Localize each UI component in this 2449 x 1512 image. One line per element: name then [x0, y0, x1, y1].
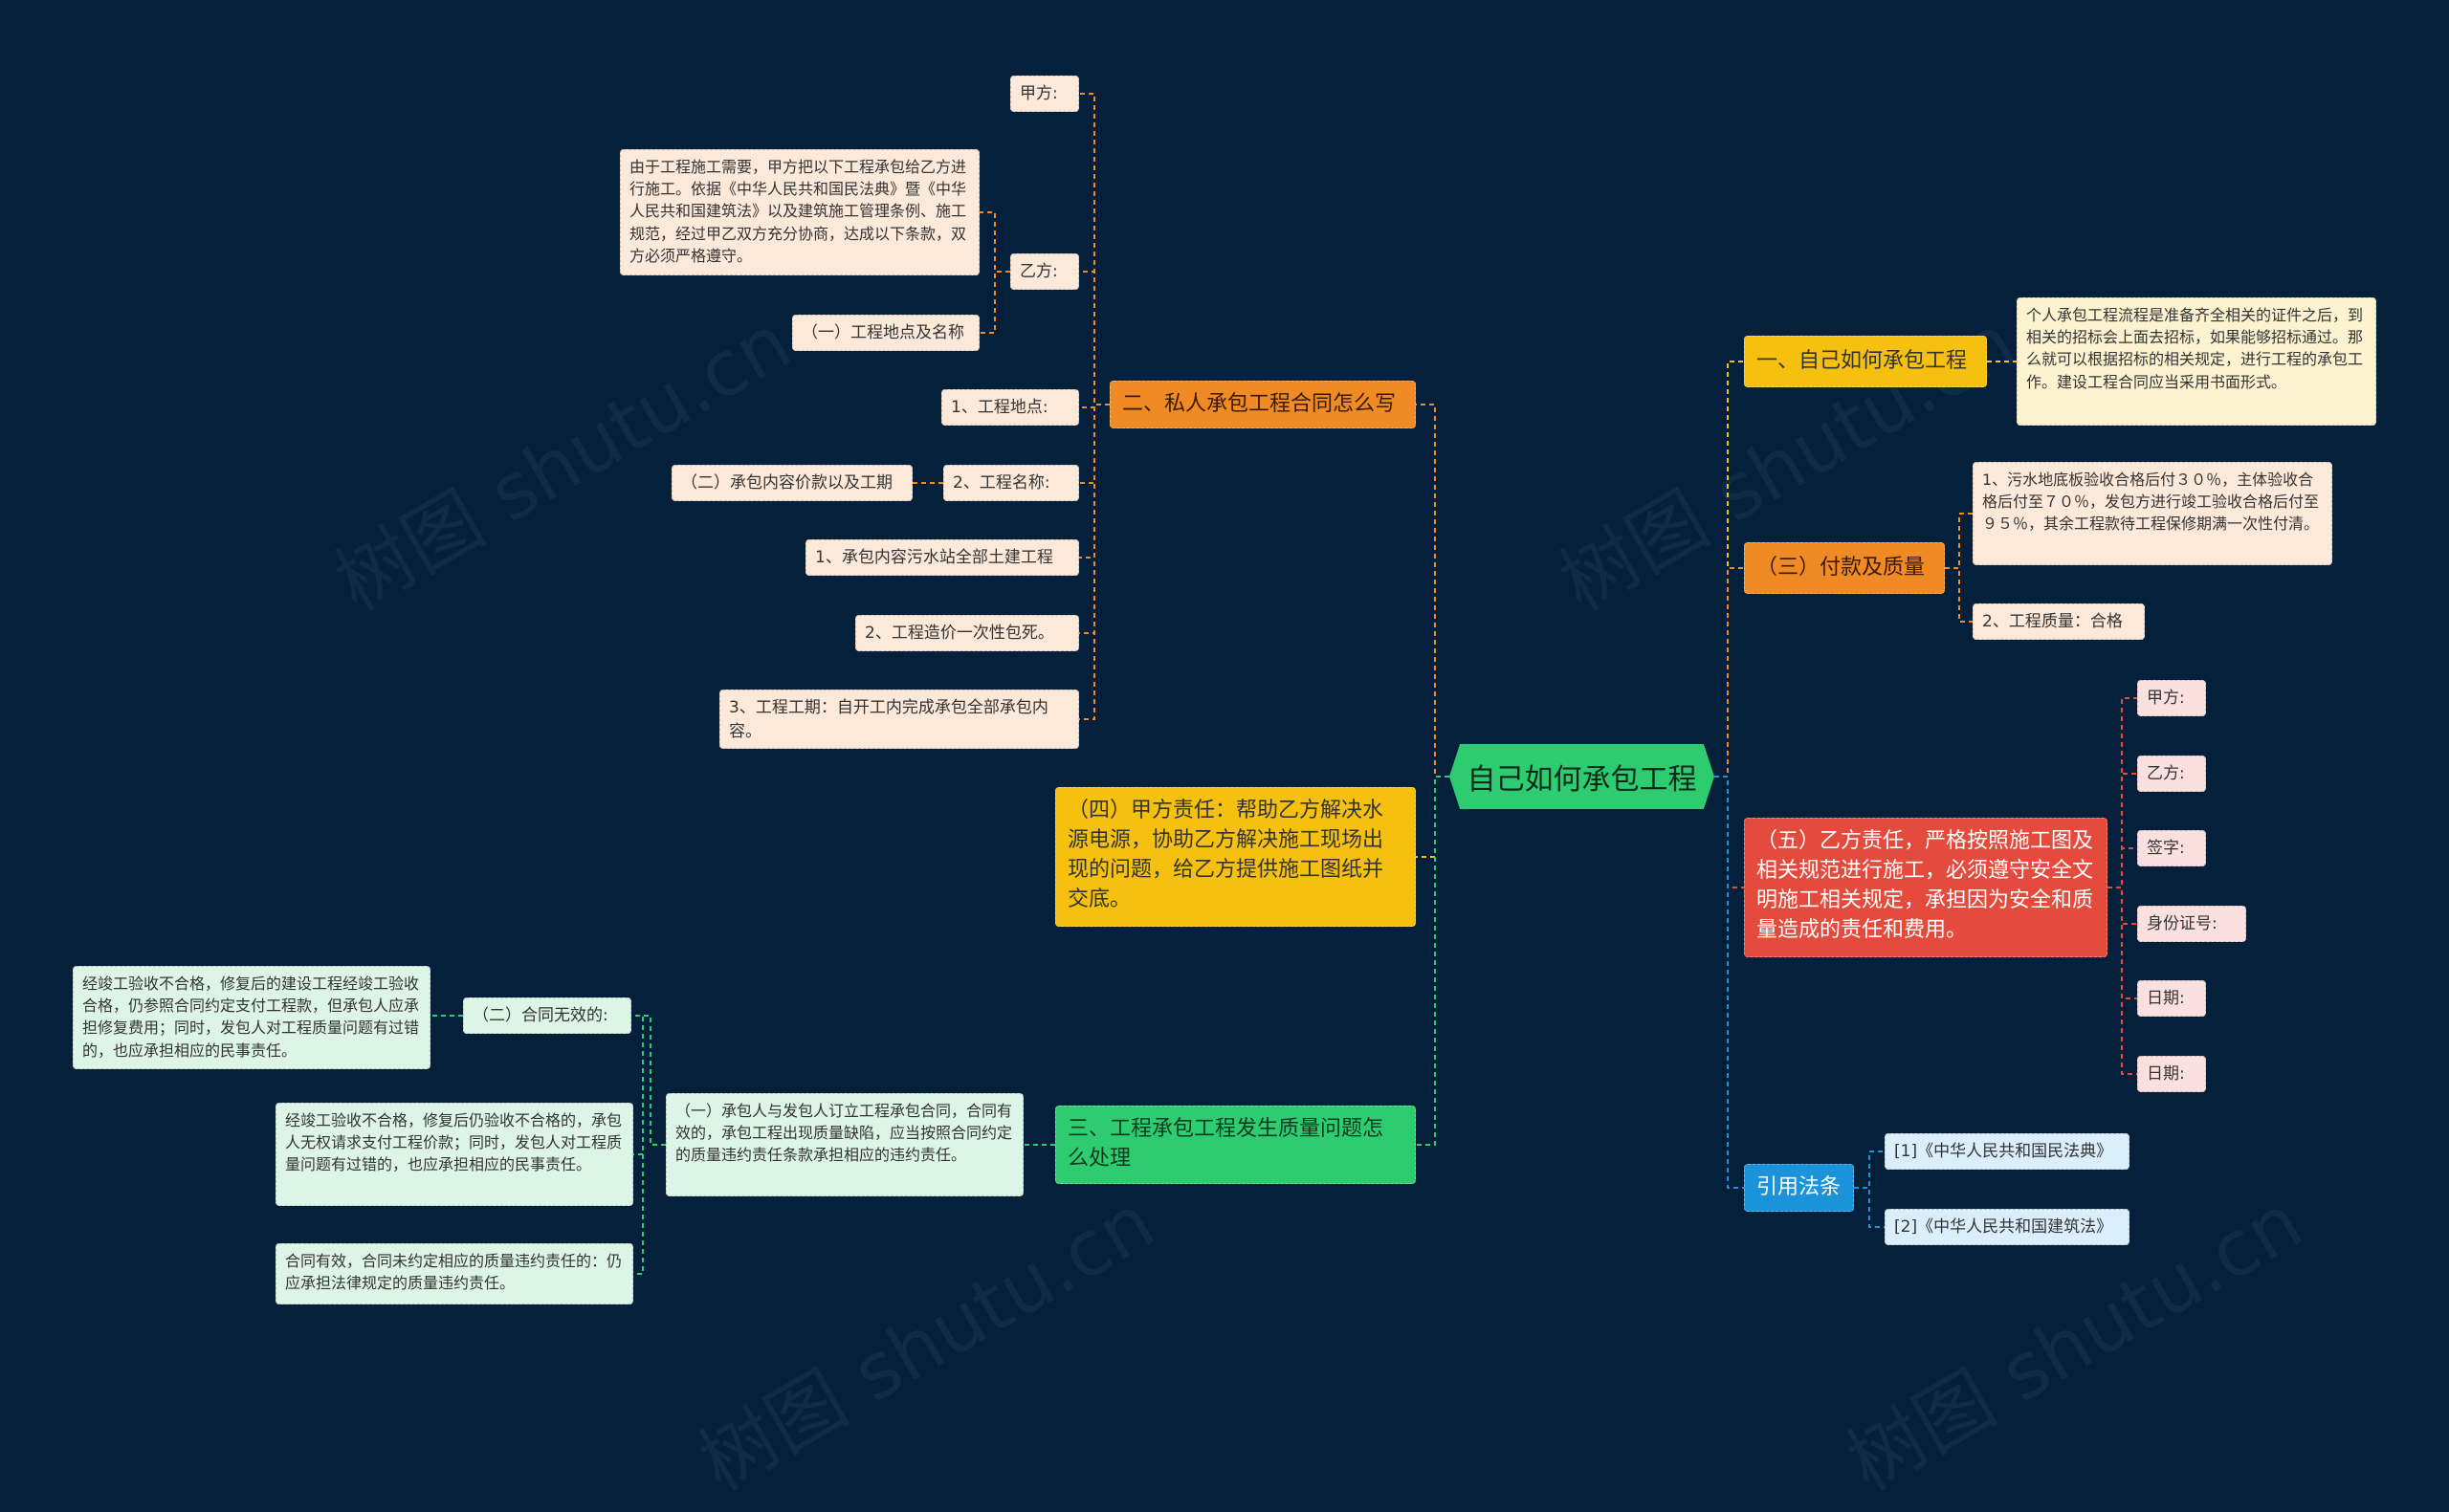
- leaf-yifang[interactable]: 乙方:: [1010, 253, 1079, 290]
- leaf-ref-building-law[interactable]: [2]《中华人民共和国建筑法》: [1885, 1209, 2129, 1245]
- connector-line: [1079, 404, 1110, 408]
- leaf-signature-field[interactable]: 身份证号:: [2137, 906, 2246, 942]
- leaf-ref-civil-code[interactable]: [1]《中华人民共和国民法典》: [1885, 1133, 2129, 1170]
- branch-references[interactable]: 引用法条: [1744, 1164, 1854, 1212]
- leaf-signature-field[interactable]: 日期:: [2137, 980, 2206, 1017]
- leaf-invalid-a[interactable]: 经竣工验收不合格，修复后的建设工程经竣工验收合格，仍参照合同约定支付工程款，但承…: [73, 966, 430, 1069]
- leaf-price[interactable]: 2、工程造价一次性包死。: [855, 615, 1079, 651]
- leaf-signature-field[interactable]: 签字:: [2137, 830, 2206, 866]
- connector-line: [1854, 1150, 1885, 1189]
- leaf-site[interactable]: 1、工程地点:: [941, 389, 1079, 426]
- leaf-yifang-sub[interactable]: （一）工程地点及名称: [792, 315, 980, 351]
- connector-line: [1079, 271, 1110, 405]
- connector-line: [1714, 567, 1744, 778]
- connector-line: [2107, 887, 2137, 1075]
- leaf-jiafang[interactable]: 甲方:: [1010, 76, 1079, 112]
- leaf-invalid-c[interactable]: 合同有效，合同未约定相应的质量违约责任的：仍应承担法律规定的质量违约责任。: [276, 1243, 633, 1304]
- connector-line: [631, 1015, 666, 1146]
- root-topic[interactable]: 自己如何承包工程: [1449, 744, 1714, 809]
- branch-how-to-contract[interactable]: 一、自己如何承包工程: [1744, 336, 1987, 387]
- branch-yifang-duty[interactable]: （五）乙方责任，严格按照施工图及相关规范进行施工，必须遵守安全文明施工相关规定，…: [1744, 818, 2107, 957]
- leaf-signature-field[interactable]: 日期:: [2137, 1056, 2206, 1092]
- connector-line: [2107, 697, 2137, 888]
- connector-line: [1079, 404, 1110, 720]
- leaf-invalid-contract[interactable]: （二）合同无效的:: [463, 997, 631, 1034]
- connector-line: [1416, 404, 1449, 778]
- connector-line: [1079, 404, 1110, 559]
- connector-line: [980, 211, 1010, 273]
- connector-line: [1714, 776, 1744, 888]
- leaf-content[interactable]: 1、承包内容污水站全部土建工程: [805, 539, 1079, 576]
- leaf-payment[interactable]: 1、污水地底板验收合格后付３０％，主体验收合格后付至７０％，发包方进行竣工验收合…: [1973, 462, 2332, 565]
- leaf-how-desc[interactable]: 个人承包工程流程是准备齐全相关的证件之后，到相关的招标会上面去招标，如果能够招标…: [2017, 297, 2376, 426]
- connector-line: [2107, 773, 2137, 888]
- branch-payment-quality[interactable]: （三）付款及质量: [1744, 542, 1945, 594]
- connector-line: [1714, 776, 1744, 1189]
- branch-jiafang-duty[interactable]: （四）甲方责任：帮助乙方解决水源电源，协助乙方解决施工现场出现的问题，给乙方提供…: [1055, 787, 1416, 927]
- leaf-project-name[interactable]: 2、工程名称:: [943, 465, 1079, 501]
- branch-private-contract[interactable]: 二、私人承包工程合同怎么写: [1110, 381, 1416, 428]
- leaf-signature-field[interactable]: 乙方:: [2137, 756, 2206, 792]
- connector-line: [1945, 567, 1973, 623]
- leaf-signature-field[interactable]: 甲方:: [2137, 680, 2206, 716]
- leaf-quality[interactable]: 2、工程质量：合格: [1973, 603, 2145, 640]
- connector-line: [980, 271, 1010, 334]
- connector-line: [2107, 847, 2137, 888]
- leaf-invalid-b[interactable]: 经竣工验收不合格，修复后仍验收不合格的，承包人无权请求支付工程价款；同时，发包人…: [276, 1103, 633, 1206]
- connector-line: [1945, 513, 1973, 569]
- branch-quality-issue[interactable]: 三、工程承包工程发生质量问题怎么处理: [1055, 1106, 1416, 1184]
- connector-line: [1416, 776, 1449, 858]
- connector-line: [1416, 776, 1449, 1146]
- connector-line: [1854, 1187, 1885, 1228]
- leaf-yifang-desc[interactable]: 由于工程施工需要，甲方把以下工程承包给乙方进行施工。依据《中华人民共和国民法典》…: [620, 149, 980, 275]
- leaf-valid-contract[interactable]: （一）承包人与发包人订立工程承包合同，合同有效的，承包工程出现质量缺陷，应当按照…: [666, 1093, 1024, 1196]
- leaf-period[interactable]: 3、工程工期：自开工内完成承包全部承包内容。: [719, 690, 1079, 749]
- leaf-name-sub[interactable]: （二）承包内容价款以及工期: [672, 465, 913, 501]
